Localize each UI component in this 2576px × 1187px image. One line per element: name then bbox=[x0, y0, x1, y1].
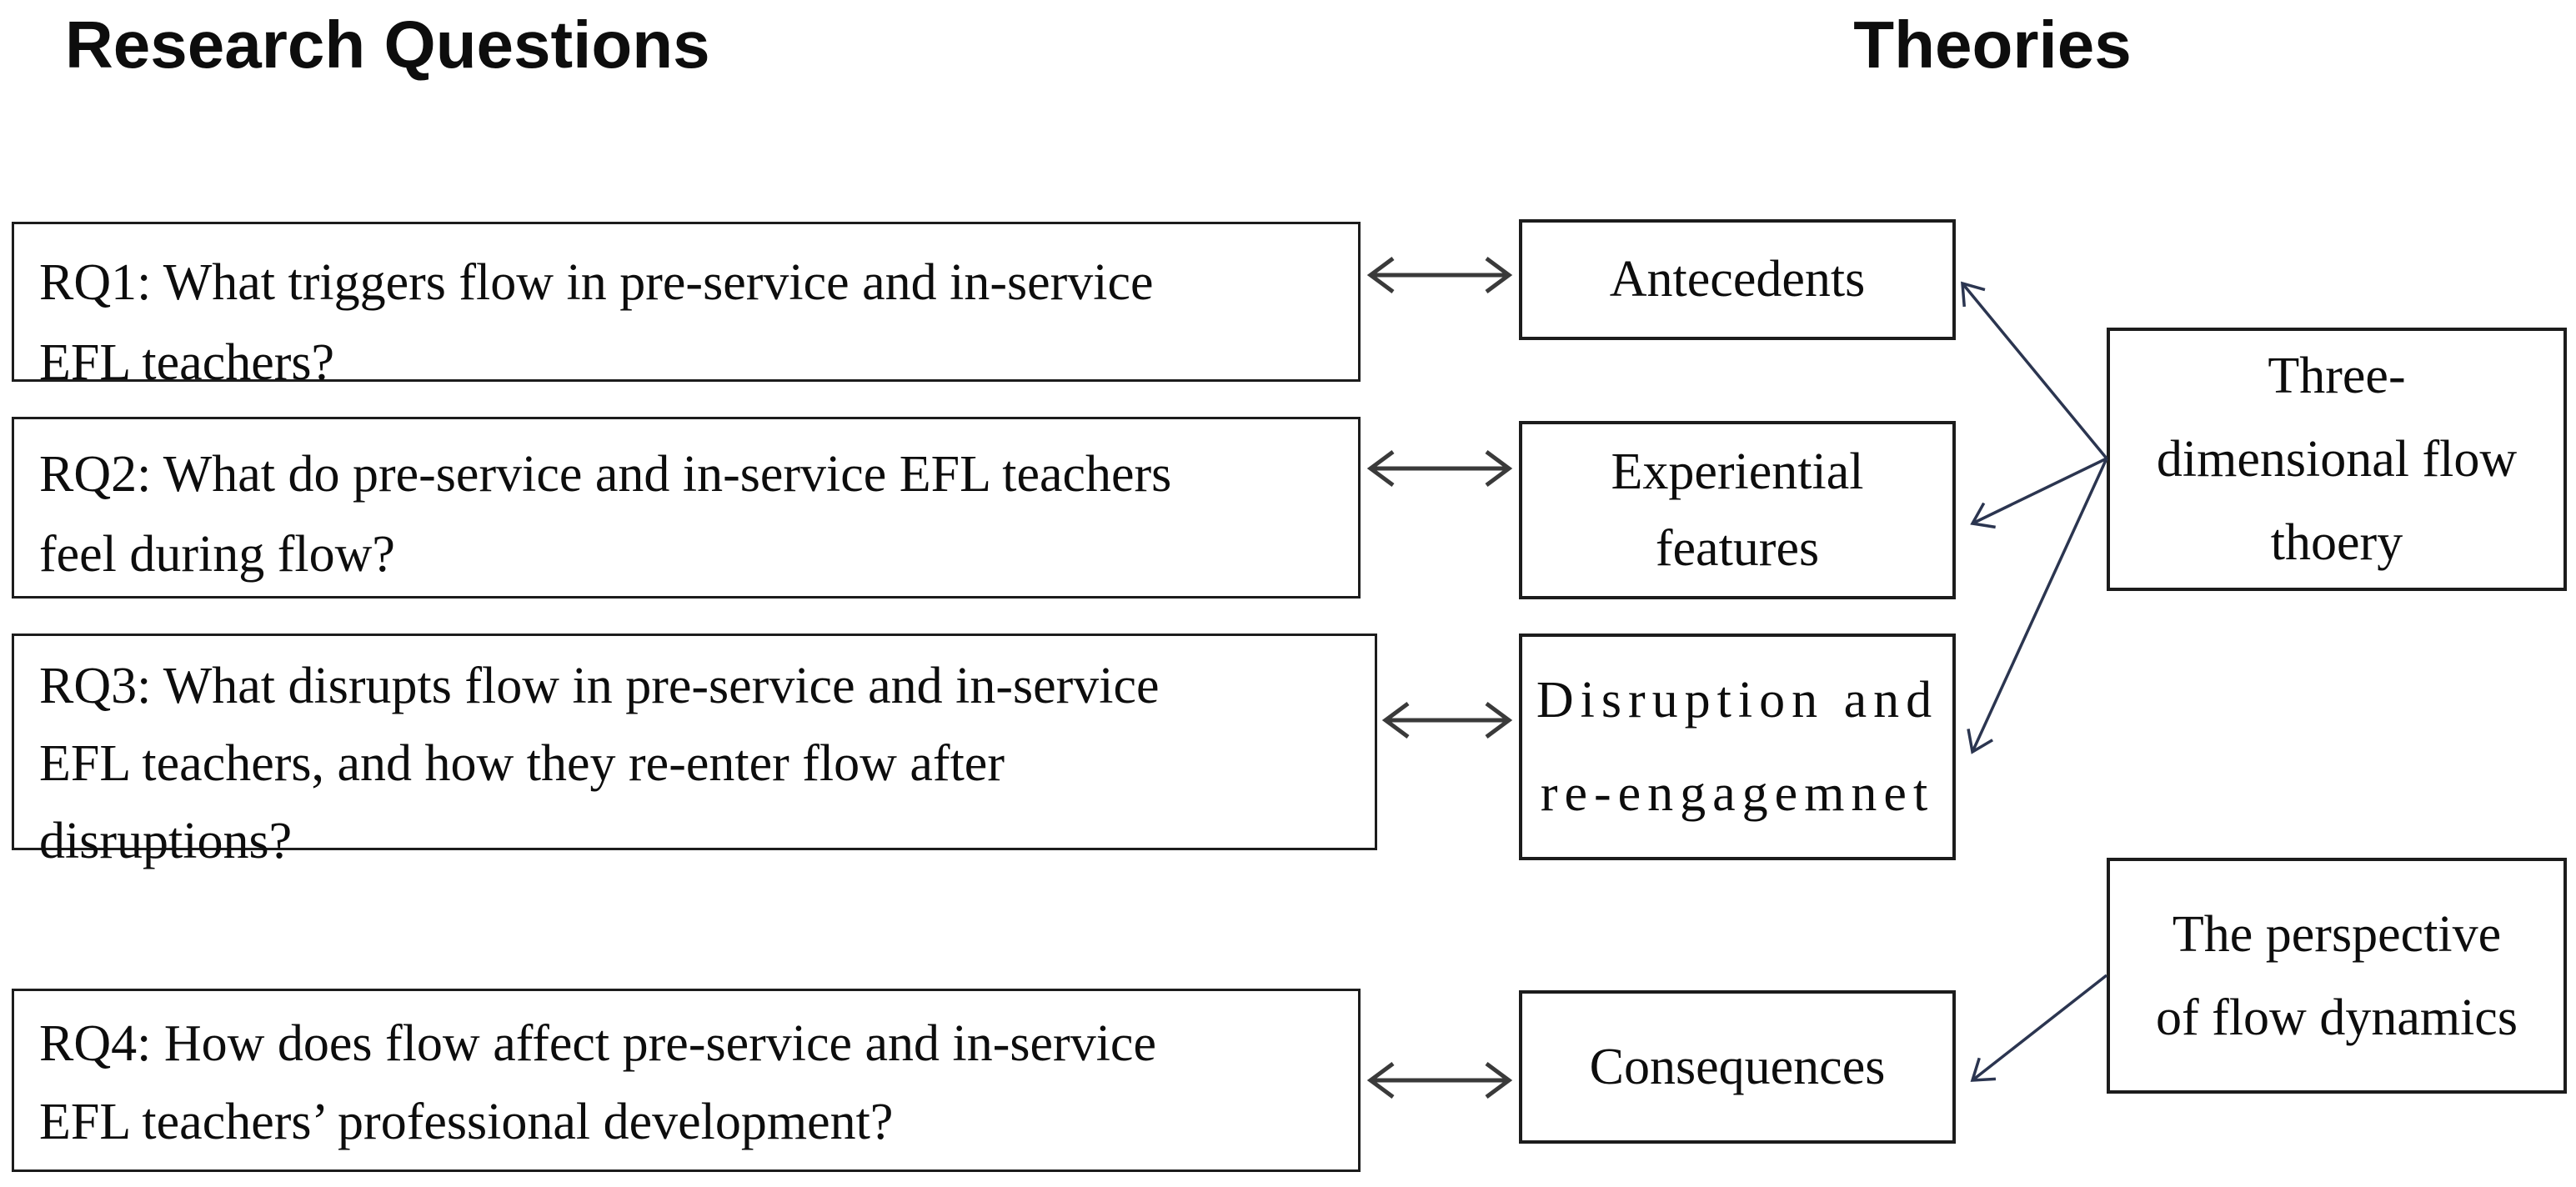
flow-dynamics-perspective-box: The perspective of flow dynamics bbox=[2107, 858, 2567, 1094]
disruption-reengagement-box: Disruption and re-engagemnet bbox=[1519, 634, 1956, 860]
research-questions-title: Research Questions bbox=[65, 8, 710, 82]
arrow-theory-antecedents bbox=[1961, 281, 2108, 460]
three-dimensional-flow-theory-box: Three- dimensional flow thoery bbox=[2107, 328, 2567, 591]
rq3-box: RQ3: What disrupts flow in pre-service a… bbox=[12, 634, 1377, 869]
rq4-box: RQ4: How does flow affect pre-service an… bbox=[12, 989, 1361, 1172]
theories-title: Theories bbox=[1853, 8, 2132, 82]
rq1-box: RQ1: What triggers flow in pre-service a… bbox=[12, 222, 1361, 391]
arrow-theory-disruption bbox=[1967, 458, 2108, 754]
arrow-dynamics-consequences bbox=[1970, 974, 2108, 1082]
antecedents-box: Antecedents bbox=[1519, 219, 1956, 340]
rq2-box: RQ2: What do pre-service and in-service … bbox=[12, 417, 1361, 599]
experiential-features-box: Experiential features bbox=[1519, 421, 1956, 599]
arrow-theory-experiential bbox=[1970, 457, 2107, 529]
consequences-box: Consequences bbox=[1519, 990, 1956, 1144]
